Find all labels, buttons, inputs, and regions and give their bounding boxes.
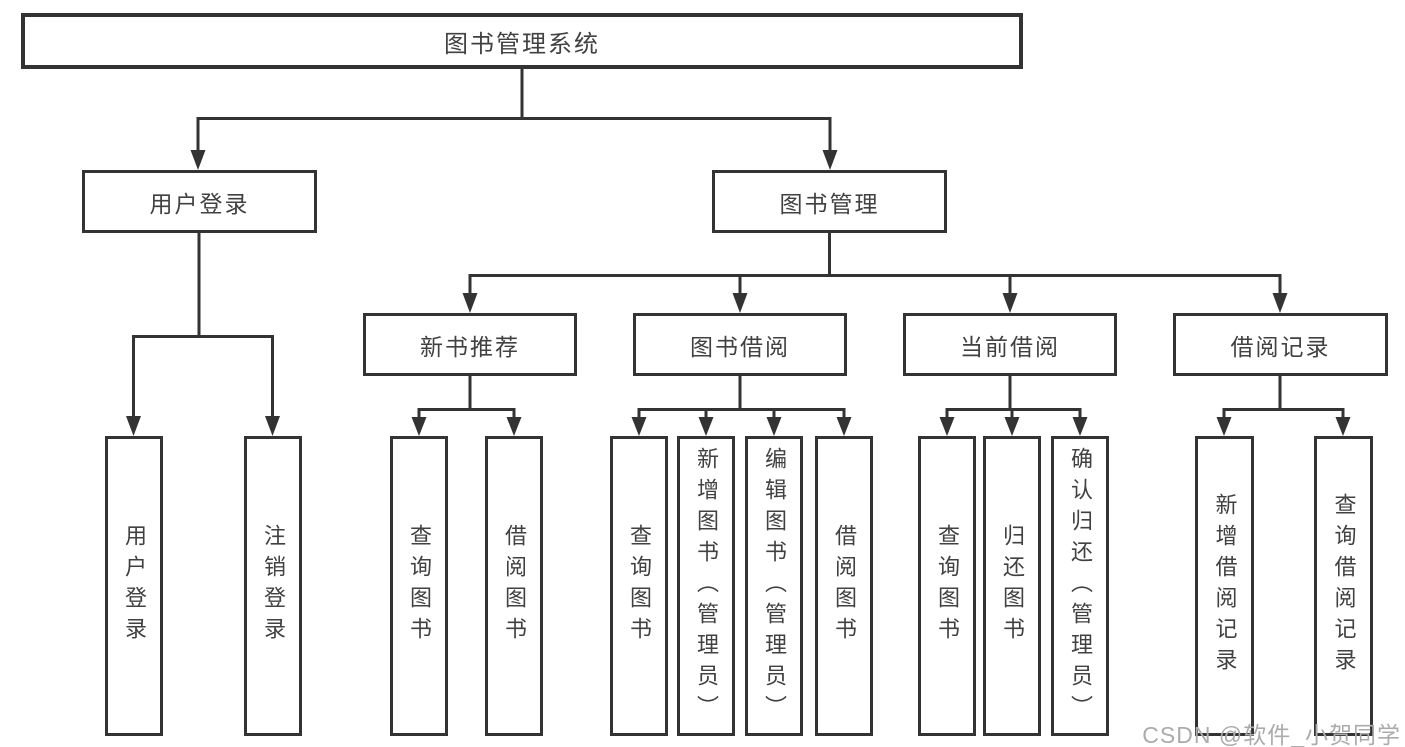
leaf-cb-return-books: 归还图书 — [983, 436, 1041, 736]
leaf-br-query-record-label: 查询借阅记录 — [1331, 493, 1357, 679]
leaf-logout-label: 注销登录 — [261, 524, 286, 648]
leaf-cb-query-books: 查询图书 — [918, 436, 976, 736]
connector-book-management-split — [462, 233, 1288, 313]
node-borrowing-records: 借阅记录 — [1173, 313, 1388, 376]
leaf-bb-query-books-label: 查询图书 — [627, 524, 652, 648]
leaf-rec-query-books-label: 查询图书 — [407, 524, 432, 648]
leaf-br-query-record: 查询借阅记录 — [1314, 436, 1373, 736]
leaf-bb-borrow-books: 借阅图书 — [815, 436, 873, 736]
leaf-bb-borrow-books-label: 借阅图书 — [832, 524, 857, 648]
leaf-bb-edit-books-label: 编辑图书（管理员） — [762, 446, 787, 726]
leaf-rec-query-books: 查询图书 — [390, 436, 448, 736]
node-book-management-branch: 图书管理 — [712, 170, 947, 233]
leaf-rec-borrow-books: 借阅图书 — [485, 436, 543, 736]
leaf-logout: 注销登录 — [244, 436, 302, 736]
connector-user-login-split — [126, 233, 280, 436]
leaf-cb-query-books-label: 查询图书 — [935, 524, 960, 648]
connector-new-book-recommend-split — [411, 376, 522, 436]
node-library-management-system: 图书管理系统 — [21, 13, 1023, 69]
node-current-borrowing: 当前借阅 — [903, 313, 1117, 376]
node-user-login-branch: 用户登录 — [82, 170, 317, 233]
watermark-csdn: CSDN @软件_小贺同学 — [1142, 722, 1401, 747]
leaf-bb-edit-books: 编辑图书（管理员） — [745, 436, 803, 736]
leaf-cb-confirm-return-label: 确认归还（管理员） — [1068, 446, 1093, 726]
node-book-borrowing: 图书借阅 — [633, 313, 847, 376]
leaf-bb-add-books-label: 新增图书（管理员） — [694, 446, 719, 726]
connector-root-to-level2 — [190, 69, 838, 170]
leaf-br-add-record: 新增借阅记录 — [1195, 436, 1254, 736]
leaf-br-add-record-label: 新增借阅记录 — [1212, 493, 1238, 679]
leaf-rec-borrow-books-label: 借阅图书 — [502, 524, 527, 648]
leaf-cb-return-books-label: 归还图书 — [1000, 524, 1025, 648]
connector-book-borrowing-split — [631, 376, 852, 436]
leaf-user-login-label: 用户登录 — [122, 524, 147, 648]
node-new-book-recommend: 新书推荐 — [363, 313, 577, 376]
leaf-bb-query-books: 查询图书 — [610, 436, 668, 736]
connector-borrowing-records-split — [1216, 376, 1351, 436]
connector-current-borrowing-split — [939, 376, 1088, 436]
leaf-user-login: 用户登录 — [105, 436, 163, 736]
leaf-bb-add-books: 新增图书（管理员） — [677, 436, 735, 736]
leaf-cb-confirm-return: 确认归还（管理员） — [1051, 436, 1109, 736]
